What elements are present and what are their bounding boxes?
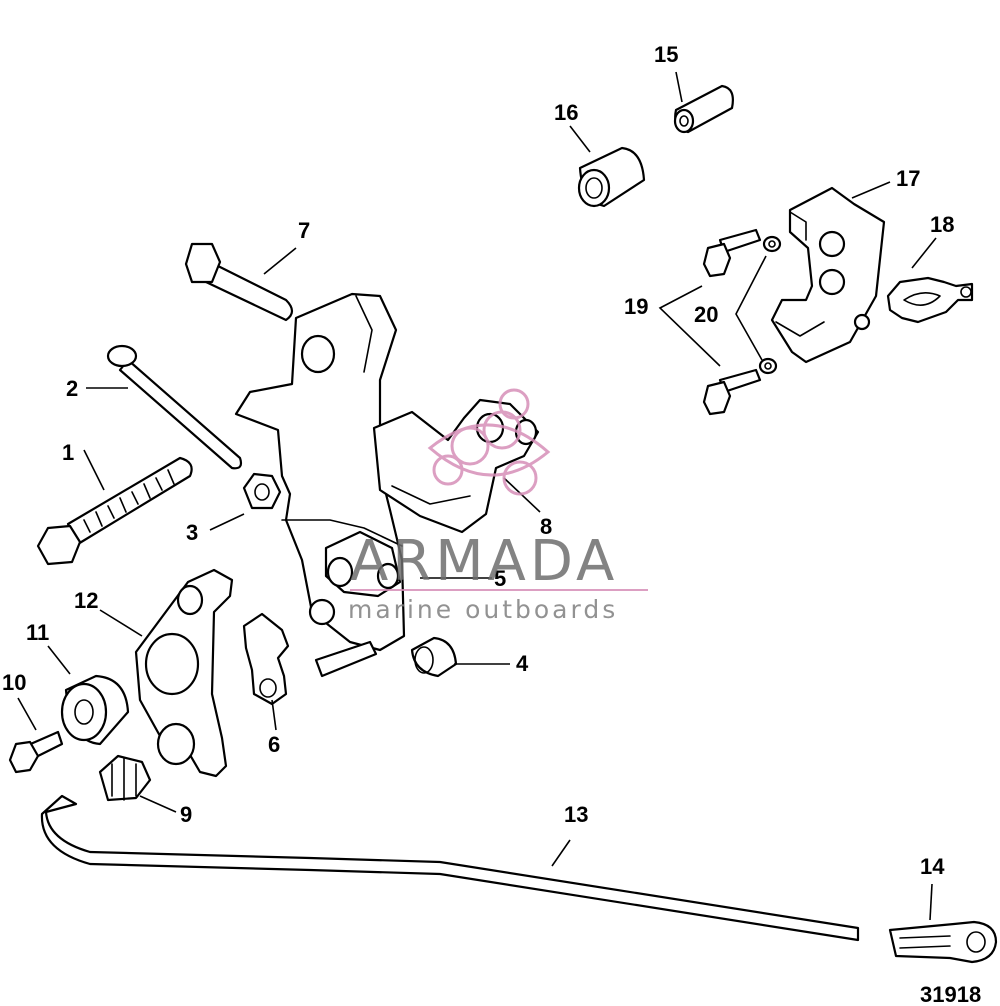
part-4-bushing [410, 636, 458, 678]
part-1-threaded-bolt [36, 456, 193, 566]
callout-2: 2 [66, 376, 78, 401]
part-15-sleeve [673, 84, 734, 134]
watermark: ARMADA marine outboards [348, 388, 648, 624]
callout-6: 6 [268, 732, 280, 757]
watermark-name: ARMADA [350, 529, 618, 594]
callout-13: 13 [564, 802, 588, 827]
callout-18: 18 [930, 212, 954, 237]
watermark-tagline: marine outboards [348, 595, 618, 624]
callout-labels: 1 2 3 4 5 6 7 8 9 10 11 12 13 14 15 16 1… [2, 42, 981, 1006]
part-6-clip [242, 612, 290, 706]
part-12-arm [134, 568, 234, 778]
callout-7: 7 [298, 218, 310, 243]
part-20-washers [758, 235, 782, 375]
drawing-number: 31918 [920, 982, 981, 1006]
callout-4: 4 [516, 651, 529, 676]
part-3-nut [242, 472, 282, 510]
part-16-bushing [577, 146, 646, 208]
callout-3: 3 [186, 520, 198, 545]
part-10-screw [8, 730, 64, 774]
part-2-pin [106, 344, 243, 470]
callout-11: 11 [26, 620, 49, 645]
callout-16: 16 [554, 100, 578, 125]
part-5-housing [234, 292, 406, 678]
part-9-fastener [98, 754, 152, 802]
part-13-rod [40, 794, 860, 942]
callout-19: 19 [624, 294, 648, 319]
callout-5: 5 [494, 566, 506, 591]
callout-10: 10 [2, 670, 26, 695]
part-11-pulley [60, 674, 130, 746]
callout-17: 17 [896, 166, 920, 191]
part-19-screws [702, 228, 762, 416]
callout-12: 12 [74, 588, 98, 613]
callout-15: 15 [654, 42, 678, 67]
watermark-logo-mark [427, 388, 551, 496]
part-14-rod-end [888, 920, 998, 964]
callout-1: 1 [62, 440, 74, 465]
part-7-bolt [184, 242, 294, 322]
callout-20: 20 [694, 302, 718, 327]
callout-9: 9 [180, 802, 192, 827]
callout-14: 14 [920, 854, 945, 879]
callout-8: 8 [540, 514, 552, 539]
part-17-bracket [770, 186, 886, 364]
part-18-link [886, 276, 974, 324]
